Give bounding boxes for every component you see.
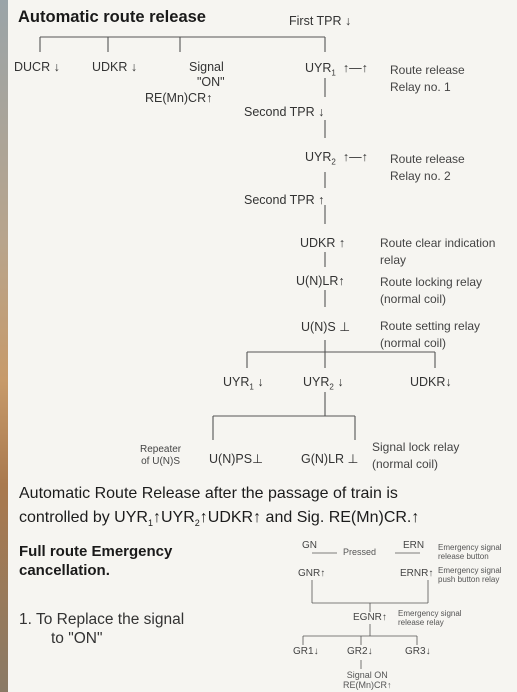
- first-tpr: First TPR ↓: [289, 14, 352, 28]
- node-ducr: DUCR ↓: [14, 60, 60, 74]
- node-re-mn-cr: RE(Mn)CR↑: [145, 91, 213, 105]
- branch-udkr: UDKR↓: [410, 375, 452, 389]
- node-udkr-main: UDKR ↑: [300, 236, 346, 250]
- slide-panel: [8, 0, 517, 692]
- diagram-title: Automatic route release: [18, 8, 206, 26]
- left-decorative-strip: [0, 0, 8, 692]
- sd-pressed: Pressed: [343, 547, 377, 557]
- branch-uyr2: UYR2 ↓: [303, 375, 344, 392]
- node-uyr1: UYR1 ↑—↑: [305, 61, 368, 78]
- sd-egnr: EGNR↑: [353, 612, 387, 623]
- paragraph-line-1: Automatic Route Release after the passag…: [19, 485, 398, 502]
- desc-route-locking: Route locking relay(normal coil): [380, 275, 483, 306]
- node-uns: U(N)S ⊥: [301, 320, 351, 334]
- node-signal-label: Signal: [189, 60, 224, 74]
- node-gnlr: G(N)LR ⊥: [301, 452, 359, 466]
- desc-signal-lock: Signal lock relay(normal coil): [372, 440, 460, 471]
- paragraph-line-2: controlled by UYR1↑UYR2↑UDKR↑ and Sig. R…: [19, 509, 420, 529]
- sd-gr3: GR3↓: [405, 646, 431, 657]
- node-signal-on: "ON": [197, 75, 225, 89]
- sd-gr2: GR2↓: [347, 646, 373, 657]
- node-udkr: UDKR ↓: [92, 60, 138, 74]
- sd-gn: GN: [302, 540, 317, 551]
- node-unps: U(N)PS⊥: [209, 452, 263, 466]
- node-unlr: U(N)LR↑: [296, 274, 345, 288]
- sd-ern: ERN: [403, 540, 425, 551]
- node-uyr2: UYR2 ↑—↑: [305, 150, 368, 167]
- desc-route-setting: Route setting relay(normal coil): [380, 319, 481, 350]
- sd-gr1: GR1↓: [293, 646, 319, 657]
- node-second-tpr-2: Second TPR ↑: [244, 193, 325, 207]
- sd-ernr: ERNR↑: [400, 568, 434, 579]
- branch-uyr1: UYR1 ↓: [223, 375, 264, 392]
- sd-gnr: GNR↑: [298, 568, 326, 579]
- node-second-tpr-1: Second TPR ↓: [244, 105, 325, 119]
